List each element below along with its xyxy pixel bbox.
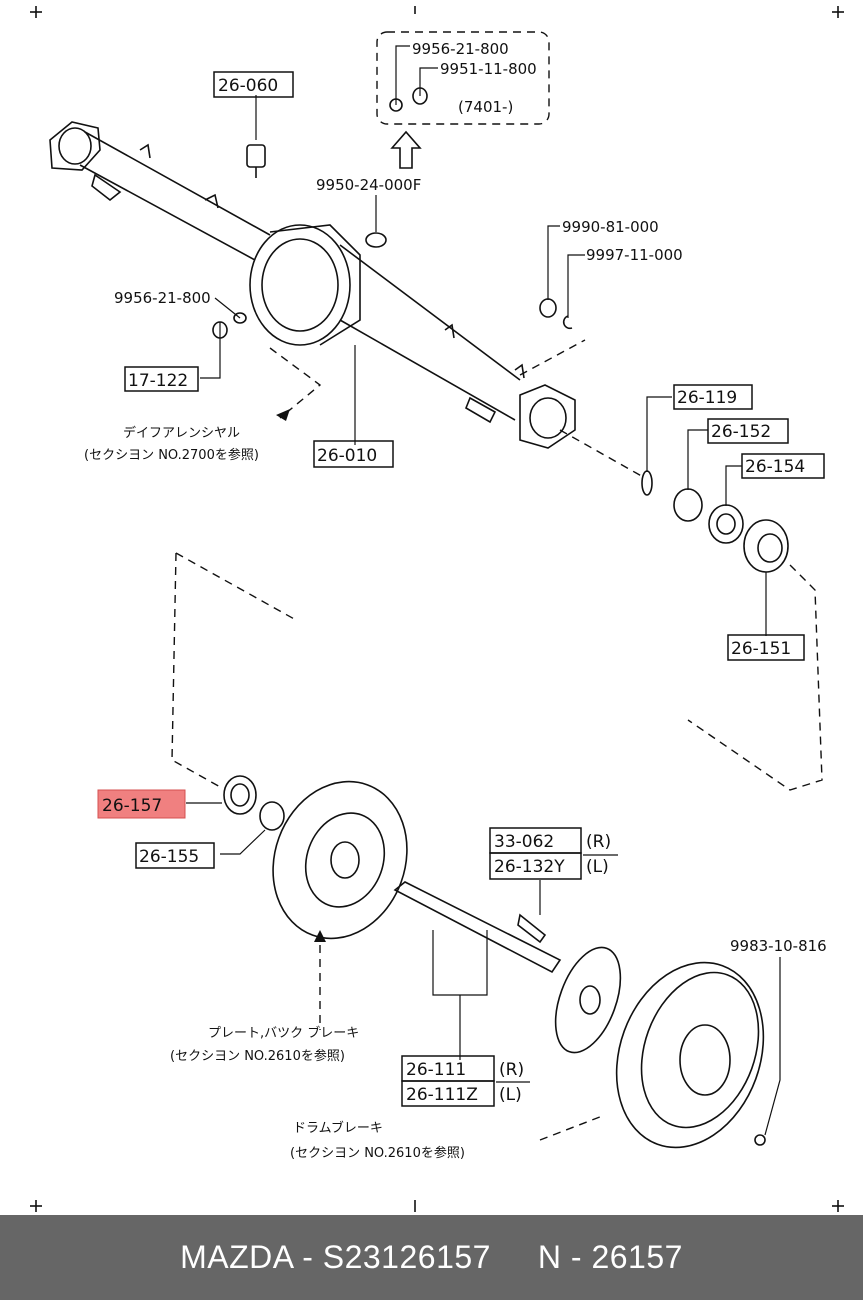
highlight-box — [97, 789, 186, 819]
label-33-062: 33-062 — [494, 832, 554, 852]
fasteners-drawing — [212, 87, 573, 339]
footer-part-number: MAZDA - S23126157 N - 26157 — [180, 1239, 683, 1275]
label-9990-81-000: 9990-81-000 — [562, 218, 659, 236]
leader-lines — [186, 45, 781, 1136]
label-26-152: 26-152 — [711, 422, 771, 442]
note-drum-line2: (セクシヨン NO.2610を参照) — [290, 1145, 465, 1161]
label-9950-24-000f: 9950-24-000F — [316, 176, 421, 194]
footer-bar: MAZDA - S23126157 N - 26157 — [0, 1215, 863, 1300]
note-plate-line1: プレート,バツク ブレーキ — [208, 1025, 359, 1041]
label-26-154: 26-154 — [745, 457, 805, 477]
axle-shaft-drawing — [393, 881, 622, 1054]
corner-marks — [30, 6, 844, 1212]
bearings-drawing — [641, 470, 789, 573]
axle-housing-drawing — [49, 121, 576, 449]
label-9997-11-000: 9997-11-000 — [586, 246, 683, 264]
arrow-diff-icon — [276, 409, 290, 421]
label-r-2: (R) — [499, 1060, 524, 1080]
note-plate-line2: (セクシヨン NO.2610を参照) — [170, 1048, 345, 1064]
label-17-122: 17-122 — [128, 371, 188, 391]
label-26-132y: 26-132Y — [494, 857, 565, 877]
note-diff-line2: (セクシヨン NO.2700を参照) — [84, 447, 259, 463]
label-26-111z: 26-111Z — [406, 1085, 478, 1105]
label-26-111: 26-111 — [406, 1060, 466, 1080]
label-26-060: 26-060 — [218, 76, 278, 96]
label-boxes — [124, 71, 825, 1107]
arrow-plate-icon — [314, 930, 326, 942]
note-diff-line1: デイフアレンシヤル — [123, 425, 240, 441]
parts-diagram: 9956-21-800 9951-11-800 (7401-) 26-060 9… — [30, 6, 844, 1212]
note-drum-line1: ドラムブレーキ — [293, 1120, 383, 1136]
label-26-157: 26-157 — [102, 796, 162, 816]
label-9951-11-800: 9951-11-800 — [440, 60, 537, 78]
label-9983-10-816: 9983-10-816 — [730, 937, 827, 955]
brake-drum-drawing — [615, 961, 766, 1149]
dashed-lines — [171, 31, 823, 1141]
backing-plate-drawing — [272, 780, 408, 940]
label-26-151: 26-151 — [731, 639, 791, 659]
label-r-1: (R) — [586, 832, 611, 852]
label-26-010: 26-010 — [317, 446, 377, 466]
label-26-155: 26-155 — [139, 847, 199, 867]
label-9956-21-800-b: 9956-21-800 — [114, 289, 211, 307]
label-26-119: 26-119 — [677, 388, 737, 408]
label-l-1: (L) — [586, 857, 609, 877]
label-7401: (7401-) — [458, 98, 513, 116]
seal-drawing — [223, 775, 285, 831]
label-9956-21-800-a: 9956-21-800 — [412, 40, 509, 58]
label-l-2: (L) — [499, 1085, 522, 1105]
